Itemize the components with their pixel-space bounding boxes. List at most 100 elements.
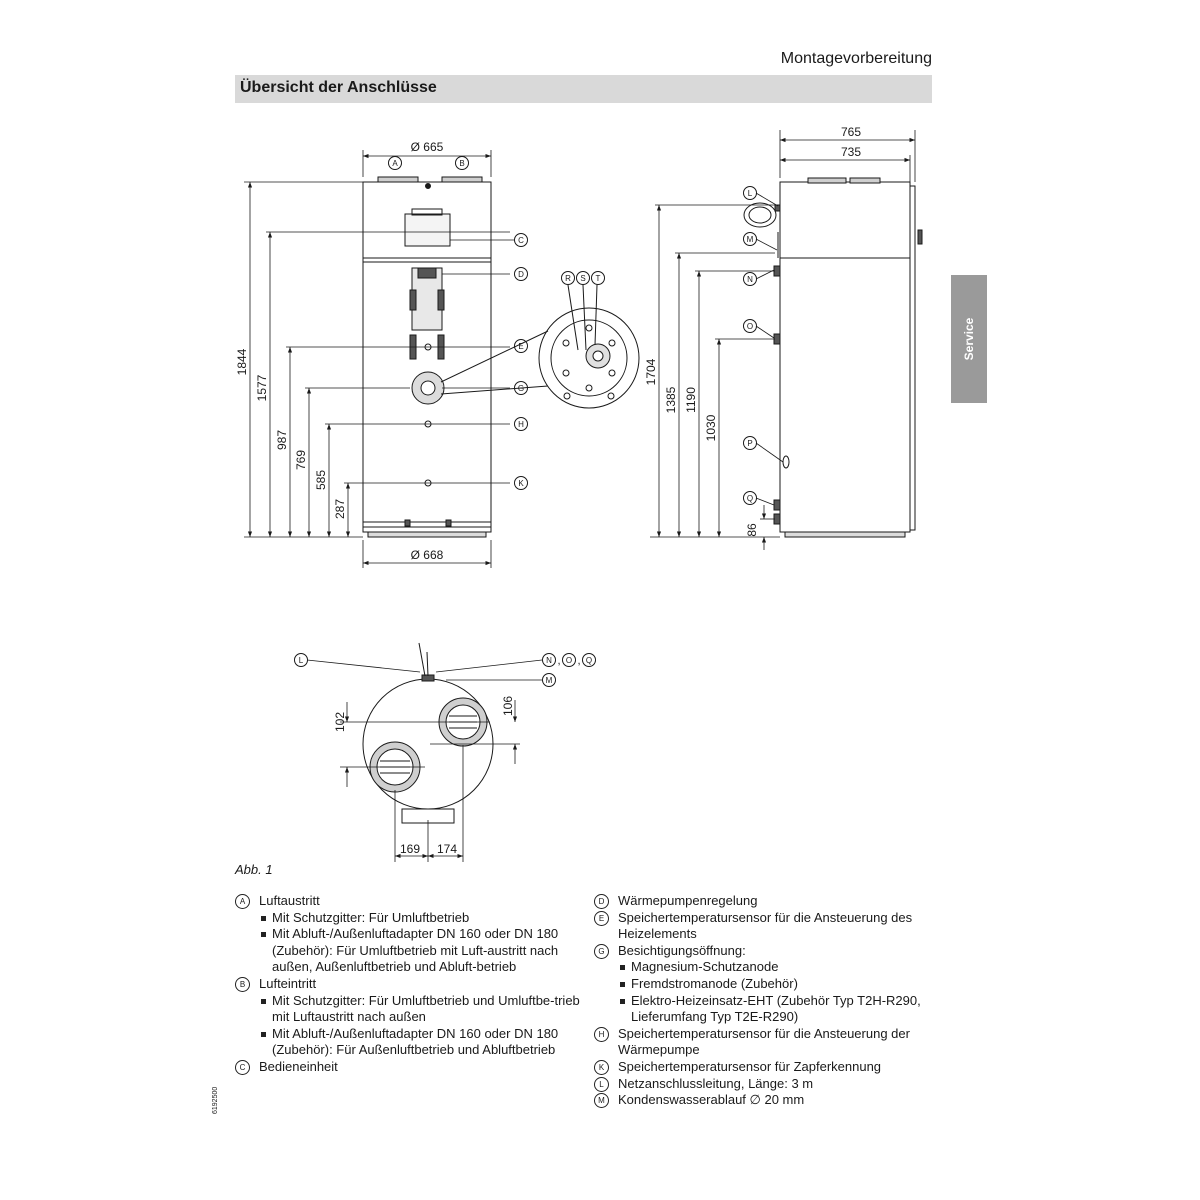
legend-bullet: Mit Abluft-/Außenluftadapter DN 160 oder… (235, 926, 580, 976)
dim-1577: 1577 (255, 374, 269, 401)
dim-735: 735 (841, 145, 861, 159)
bullet-square-icon (261, 932, 266, 938)
callout-h: H (518, 420, 524, 429)
legend-text: Bedieneinheit (259, 1058, 338, 1074)
dim-1385: 1385 (664, 386, 678, 413)
callout-b: B (459, 159, 464, 168)
callout-top-n: N (546, 656, 552, 665)
legend-entry-k: K Speichertemperatursensor für Zapferkenn… (594, 1059, 939, 1076)
legend-bullet: Mit Abluft-/Außenluftadapter DN 160 oder… (235, 1026, 580, 1059)
callout-separator: , (577, 655, 580, 667)
callout-k: K (518, 479, 524, 488)
legend-bullet-text: Mit Schutzgitter: Für Umluftbetrieb (272, 909, 470, 925)
legend-entry-h: H Speichertemperatursensor für die Ansteu… (594, 1026, 939, 1059)
legend-text: Lufteintritt (259, 975, 317, 991)
legend-bullet-text: Mit Abluft-/Außenluftadapter DN 160 oder… (272, 926, 559, 975)
document-id: 6192500 (212, 1086, 219, 1114)
legend-key: K (594, 1059, 609, 1075)
top-dimensions (306, 659, 543, 862)
legend-text: Netzanschlussleitung, Länge: 3 m (618, 1075, 814, 1091)
callout-r: R (565, 274, 571, 283)
callout-a: A (392, 159, 398, 168)
dim-1190: 1190 (684, 387, 698, 413)
bullet-square-icon (620, 981, 625, 987)
legend-text: Speichertemperatursensor für die Ansteue… (618, 1025, 910, 1058)
legend-key: C (235, 1059, 250, 1075)
legend-key: M (594, 1093, 609, 1109)
legend-text: Besichtigungsöffnung: (618, 942, 746, 958)
legend-text: Speichertemperatursensor für die Ansteue… (618, 909, 913, 942)
title-bar: Übersicht der Anschlüsse (235, 75, 932, 103)
legend-key: L (594, 1076, 609, 1092)
page-title: Übersicht der Anschlüsse (240, 79, 437, 96)
legend-bullet-text: Mit Abluft-/Außenluftadapter DN 160 oder… (272, 1025, 559, 1058)
legend-entry-a: A Luftaustritt (235, 893, 580, 910)
detail-callouts: R S T (561, 271, 605, 285)
callout-t: T (596, 274, 601, 283)
bullet-square-icon (261, 998, 266, 1004)
dim-1704: 1704 (644, 358, 658, 385)
side-callouts: L M N O P Q (743, 186, 757, 505)
callout-m: M (747, 235, 754, 244)
legend-key: G (594, 943, 609, 959)
legend-bullet: Fremdstromanode (Zubehör) (594, 976, 939, 993)
legend-key: B (235, 976, 250, 992)
legend-text: Speichertemperatursensor für Zapferkennu… (618, 1058, 882, 1074)
dim-diameter-bottom: Ø 668 (411, 548, 444, 562)
legend-entry-l: L Netzanschlussleitung, Länge: 3 m (594, 1076, 939, 1093)
legend-key: A (235, 894, 250, 909)
figure-caption: Abb. 1 (235, 862, 273, 877)
front-dimensions (244, 150, 510, 568)
dim-diameter-top: Ø 665 (411, 140, 444, 154)
legend-entry-c: C Bedieneinheit (235, 1059, 580, 1076)
bullet-square-icon (620, 998, 625, 1004)
dim-174: 174 (437, 842, 457, 856)
callout-e: E (518, 342, 523, 351)
callout-top-q: Q (586, 656, 592, 665)
callout-top-l: L (299, 656, 304, 665)
bullet-square-icon (620, 965, 625, 971)
legend-entry-m: M Kondenswasserablauf ∅ 20 mm (594, 1092, 939, 1109)
legend-bullet: Mit Schutzgitter: Für Umluftbetrieb (235, 910, 580, 927)
legend-text: Luftaustritt (259, 893, 320, 908)
callout-d: D (518, 270, 524, 279)
callout-c: C (518, 236, 524, 245)
dim-86: 86 (745, 523, 759, 537)
legend-bullet-text: Mit Schutzgitter: Für Umluftbetrieb und … (272, 992, 580, 1025)
legend-bullet-text: Elektro-Heizeinsatz-EHT (Zubehör Typ T2H… (631, 992, 921, 1025)
legend-bullet: Magnesium-Schutzanode (594, 959, 939, 976)
bullet-square-icon (261, 1031, 266, 1037)
top-view (362, 642, 494, 824)
bullet-square-icon (261, 915, 266, 921)
dim-169: 169 (400, 842, 420, 856)
callout-l: L (748, 189, 753, 198)
side-tab-service[interactable]: Service (951, 275, 987, 403)
legend-entry-b: B Lufteintritt (235, 976, 580, 993)
legend-bullet-text: Fremdstromanode (Zubehör) (631, 975, 798, 991)
detail-view (440, 284, 640, 409)
top-callouts: L N , O , Q M (294, 653, 596, 687)
callout-n: N (747, 275, 753, 284)
callout-q: Q (747, 494, 753, 503)
legend-text: Kondenswasserablauf ∅ 20 mm (618, 1092, 805, 1108)
legend-key: H (594, 1026, 609, 1042)
legend-entry-g: G Besichtigungsöffnung: (594, 943, 939, 960)
legend-bullet: Elektro-Heizeinsatz-EHT (Zubehör Typ T2H… (594, 993, 939, 1026)
dim-287: 287 (333, 499, 347, 519)
legend-bullet: Mit Schutzgitter: Für Umluftbetrieb und … (235, 993, 580, 1026)
callout-separator: , (557, 655, 560, 667)
dim-765: 765 (841, 125, 861, 139)
dim-102: 102 (333, 712, 347, 732)
dim-106: 106 (501, 696, 515, 716)
section-header: Montagevorbereitung (780, 50, 932, 67)
callout-p: P (747, 439, 752, 448)
dim-987: 987 (275, 430, 289, 450)
callout-o: O (747, 322, 753, 331)
dim-585: 585 (314, 470, 328, 490)
legend-key: D (594, 894, 609, 909)
callout-top-o: O (566, 656, 572, 665)
